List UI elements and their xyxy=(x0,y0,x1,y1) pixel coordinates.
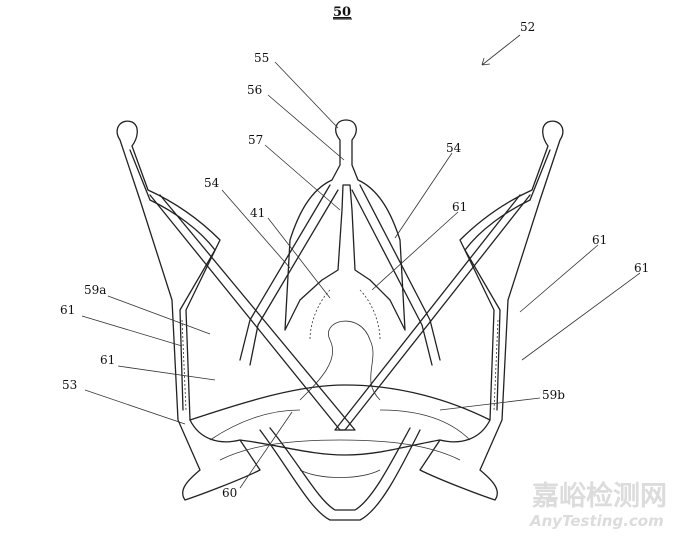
label-61-center: 61 xyxy=(452,200,467,214)
figure-number: 50 xyxy=(333,5,351,20)
label-52: 52 xyxy=(520,20,535,34)
label-60: 60 xyxy=(222,486,237,500)
label-61-right-upper: 61 xyxy=(592,233,607,247)
label-59b: 59b xyxy=(542,388,565,402)
label-41: 41 xyxy=(250,206,265,220)
watermark-url: AnyTesting.com xyxy=(529,512,664,530)
label-61-left-upper: 61 xyxy=(60,303,75,317)
label-53: 53 xyxy=(62,378,77,392)
leader-lines xyxy=(81,34,641,489)
label-54-left: 54 xyxy=(204,176,220,190)
label-61-right-lower: 61 xyxy=(634,261,649,275)
label-54-right: 54 xyxy=(446,141,462,155)
label-57: 57 xyxy=(248,133,263,147)
label-56: 56 xyxy=(247,83,262,97)
watermark-chinese: 嘉峪检测网 xyxy=(532,480,667,512)
stent-frame xyxy=(116,119,564,521)
label-55: 55 xyxy=(254,51,269,65)
label-59a: 59a xyxy=(84,283,106,297)
label-61-left-lower: 61 xyxy=(100,353,115,367)
